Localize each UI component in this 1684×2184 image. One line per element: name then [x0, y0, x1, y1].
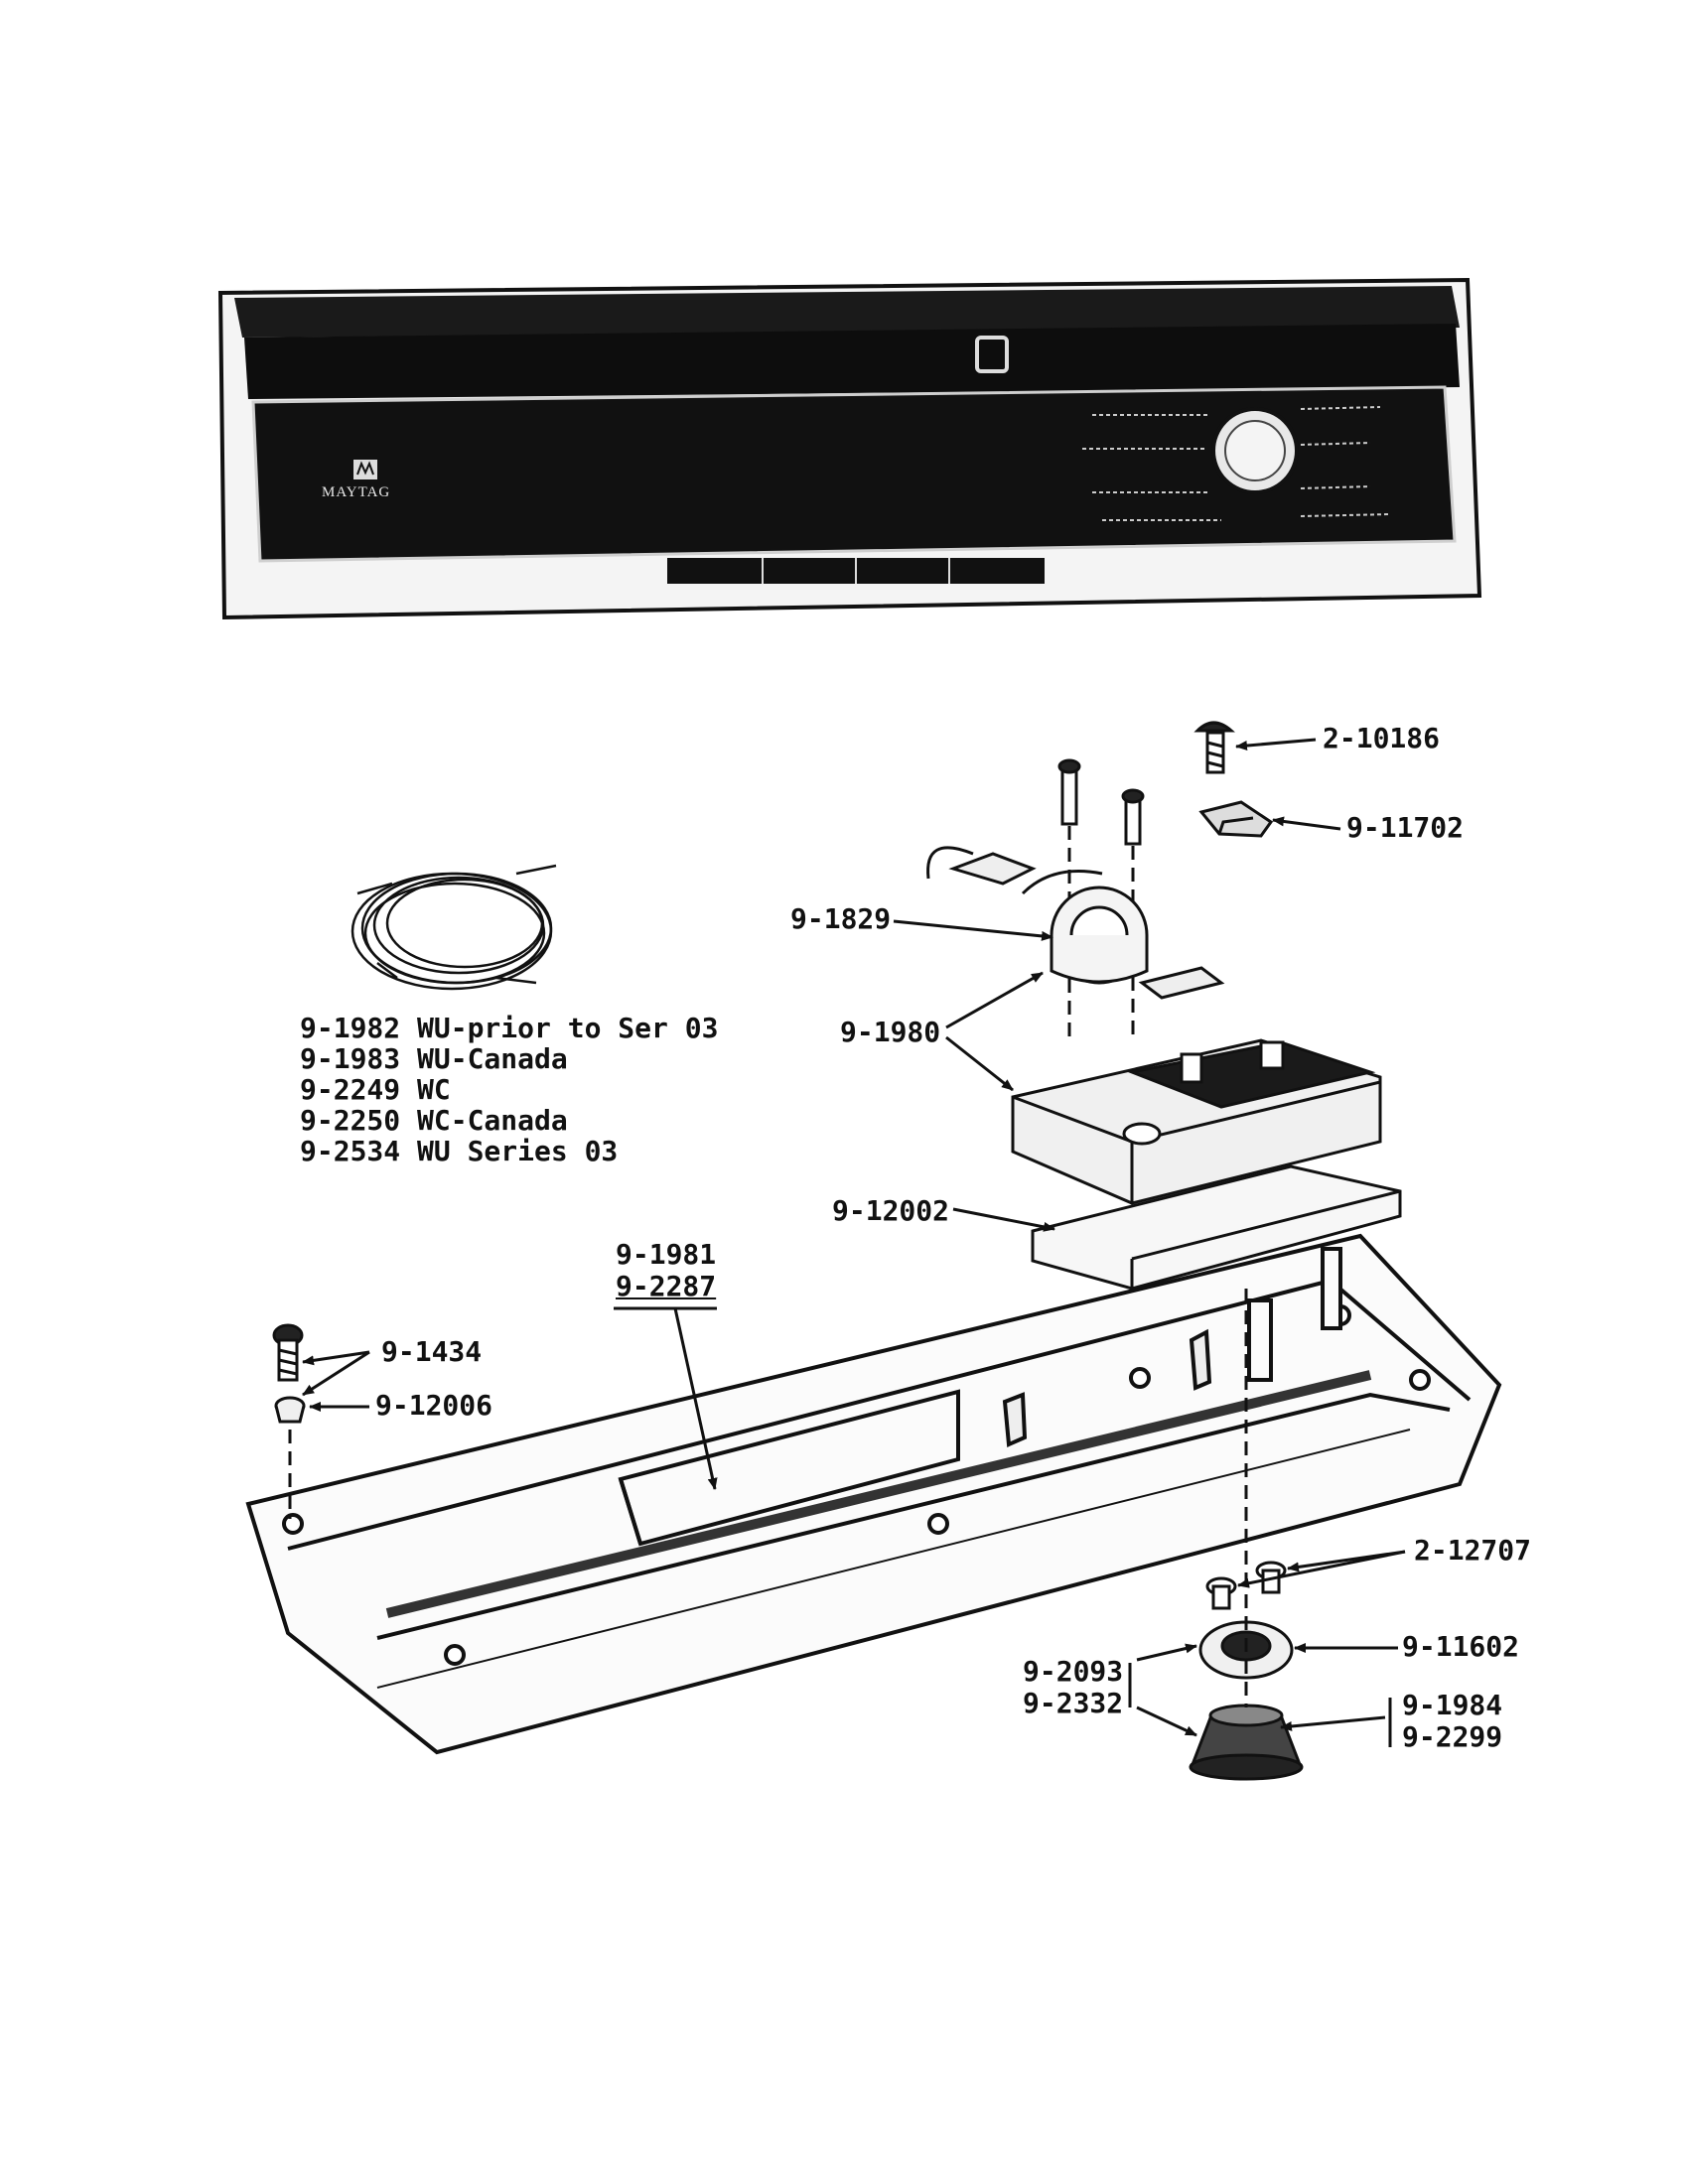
plug-9-12006: [274, 1396, 306, 1424]
insulator-9-12002: [1031, 1164, 1402, 1291]
wire-harness-illustration: [351, 864, 557, 991]
callout-dial-skirt: 9-11602: [1402, 1630, 1520, 1663]
leader-lines: [302, 738, 1406, 1747]
callout-knob-insert-a: 9-2093: [1023, 1655, 1124, 1688]
timer-9-1980: [1011, 1038, 1382, 1205]
harness-legend-line: 9-1983 WU-Canada: [300, 1042, 568, 1075]
callout-screws-pair: 2-12707: [1414, 1534, 1532, 1567]
callout-timer-motor: 9-1829: [790, 902, 892, 935]
callout-knob-b: 9-2299: [1402, 1720, 1503, 1753]
timer-screws: [1057, 758, 1145, 1042]
clip-9-11702: [1198, 800, 1274, 838]
harness-legend-line: 9-2250 WC-Canada: [300, 1104, 568, 1137]
callout-insulator: 9-12002: [832, 1194, 950, 1227]
console-panel-illustration: [217, 277, 1482, 620]
callout-timer: 9-1980: [840, 1016, 941, 1048]
callout-panel-a: 9-1981: [616, 1238, 717, 1271]
callout-screw-top: 2-10186: [1323, 722, 1441, 754]
callout-panel-b: 9-2287: [616, 1270, 717, 1302]
callout-plug: 9-12006: [375, 1389, 493, 1422]
screws-2-12707: [1205, 1561, 1287, 1610]
screw-2-10186: [1193, 721, 1235, 774]
callout-screw-left: 9-1434: [381, 1335, 483, 1368]
maytag-logo: [353, 460, 377, 479]
harness-legend-line: 9-2534 WU Series 03: [300, 1135, 619, 1167]
harness-legend-line: 9-2249 WC: [300, 1073, 451, 1106]
screw-9-1434: [272, 1323, 304, 1382]
timer-motor-9-1829: [926, 846, 1225, 1000]
knob-9-1984: [1189, 1704, 1304, 1781]
callout-clip: 9-11702: [1346, 811, 1465, 844]
callout-knob-insert-b: 9-2332: [1023, 1687, 1124, 1719]
callout-knob-a: 9-1984: [1402, 1689, 1503, 1721]
maytag-brand-text: MAYTAG: [322, 484, 390, 500]
backguard-housing: [245, 1233, 1502, 1755]
harness-legend-line: 9-1982 WU-prior to Ser 03: [300, 1012, 719, 1044]
